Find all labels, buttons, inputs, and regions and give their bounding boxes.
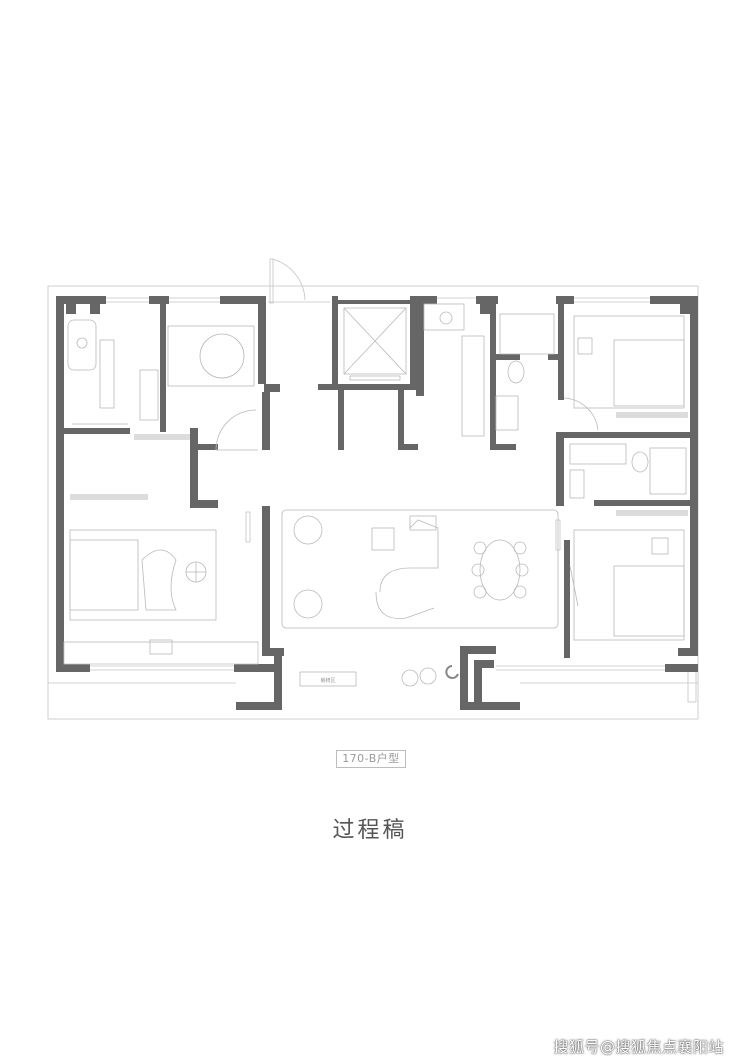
- windows: [90, 297, 665, 671]
- left-bathroom-fixtures: [67, 319, 159, 425]
- kitchen-fixtures: [423, 303, 485, 437]
- entrance-door: [268, 258, 330, 304]
- right-bathroom-fixtures: [495, 313, 687, 499]
- balcony-label: 躺椅区: [320, 677, 335, 684]
- unit-type-label: 170-B户型: [336, 750, 406, 768]
- master-bedroom-furniture: [63, 529, 259, 665]
- right-second-bedroom-furniture: [569, 529, 685, 641]
- wardrobes: [70, 412, 688, 516]
- right-bedroom-furniture: [563, 315, 685, 431]
- walls: [56, 296, 698, 710]
- small-bedroom-furniture: [167, 325, 258, 451]
- balcony-furniture: 躺椅区: [299, 665, 459, 687]
- watermark: 搜狐号@搜狐焦点襄阳站: [553, 1038, 724, 1056]
- elevator: [343, 307, 407, 381]
- living-dining-furniture: [245, 509, 561, 629]
- drawing-caption: 过程稿: [332, 818, 408, 843]
